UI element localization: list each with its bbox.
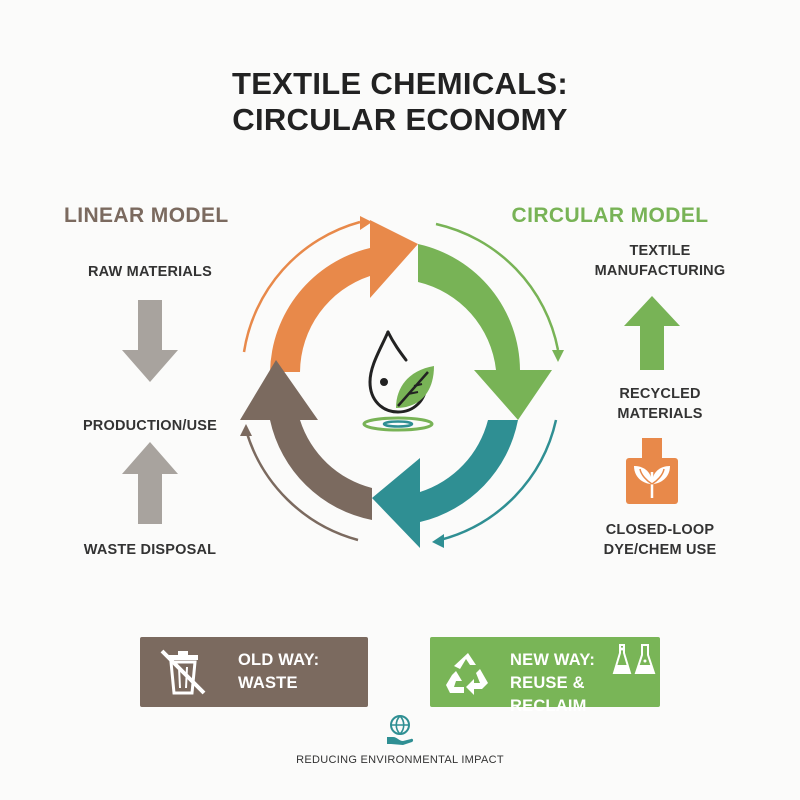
page-title-line-2: CIRCULAR ECONOMY <box>232 102 568 137</box>
circular-up-arrow-icon <box>624 296 680 370</box>
new-way-banner: NEW WAY: REUSE & RECLAIM <box>430 637 660 715</box>
linear-model-heading: LINEAR MODEL <box>64 204 229 227</box>
new-way-line-2: REUSE & RECLAIM <box>510 674 587 715</box>
crossed-out-trash-bin-icon <box>160 649 206 695</box>
circular-step-line: MATERIALS <box>617 406 703 422</box>
globe-in-hand-icon <box>387 715 414 745</box>
footer-caption: REDUCING ENVIRONMENTAL IMPACT <box>296 754 504 766</box>
old-way-banner: OLD WAY: WASTE <box>140 637 368 707</box>
lab-flasks-icon <box>612 644 656 674</box>
circular-step-line: DYE/CHEM USE <box>603 542 717 558</box>
circular-step-line: CLOSED-LOOP <box>605 522 715 538</box>
flow-line-brown <box>244 429 359 542</box>
circular-step-line: TEXTILE <box>629 243 691 259</box>
closed-loop-leaf-icon <box>626 438 678 504</box>
recycle-icon <box>446 653 488 695</box>
new-way-line-1: NEW WAY: <box>510 651 596 669</box>
linear-step-production-use: PRODUCTION/USE <box>82 418 218 434</box>
circular-step-textile-manufacturing: TEXTILE MANUFACTURING <box>560 241 760 281</box>
cycle-arrow-brown <box>240 360 372 520</box>
circular-model-heading: CIRCULAR MODEL <box>511 204 709 227</box>
cycle-arrow-green <box>418 244 552 420</box>
circular-step-closed-loop: CLOSED-LOOP DYE/CHEM USE <box>560 520 760 560</box>
circular-step-line: MANUFACTURING <box>594 263 726 279</box>
old-way-line-2: WASTE <box>238 674 298 692</box>
circular-step-recycled-materials: RECYCLED MATERIALS <box>560 384 760 424</box>
linear-step-waste-disposal: WASTE DISPOSAL <box>83 542 217 558</box>
old-way-line-1: OLD WAY: <box>238 651 320 669</box>
cycle-arrow-teal <box>372 420 518 548</box>
linear-step-raw-materials: RAW MATERIALS <box>88 264 212 280</box>
flow-line-orange <box>242 220 361 353</box>
water-drop-with-leaf-icon <box>362 330 434 432</box>
page-title-line-1: TEXTILE CHEMICALS: <box>231 66 569 101</box>
linear-down-arrow-icon <box>122 300 178 382</box>
cycle-arrow-orange <box>270 220 418 372</box>
flow-line-teal <box>439 419 558 542</box>
circular-step-line: RECYCLED <box>619 386 701 402</box>
flow-line-green <box>435 222 560 351</box>
linear-up-arrow-icon <box>122 442 178 524</box>
